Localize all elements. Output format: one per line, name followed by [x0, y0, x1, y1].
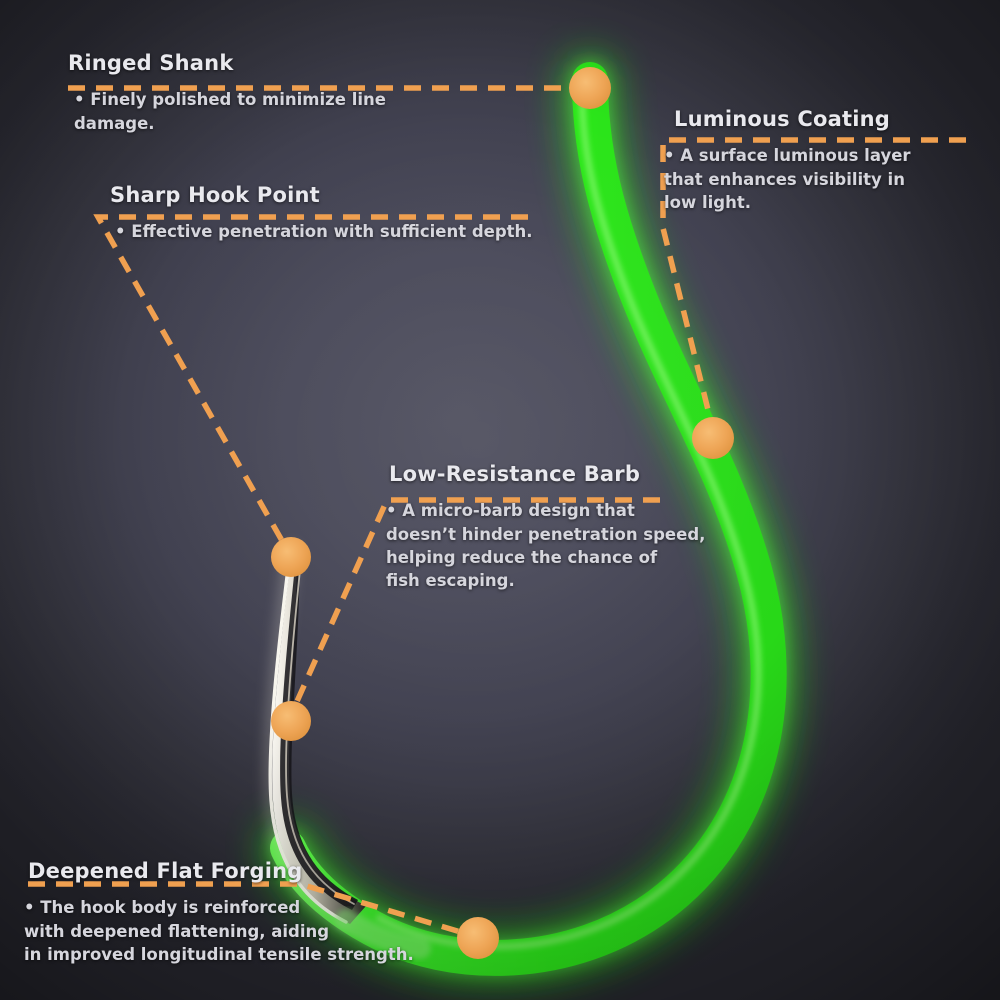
marker-dot-sharp-hook-point: [271, 537, 311, 577]
marker-dot-ringed-shank: [569, 67, 611, 109]
annotation-body-low-resistance-barb: • A micro-barb design that doesn’t hinde…: [386, 501, 706, 591]
underline-spacer: [28, 883, 414, 896]
annotation-title-sharp-hook-point: Sharp Hook Point: [110, 183, 320, 207]
annotation-title-luminous-coating: Luminous Coating: [674, 107, 890, 131]
underline-spacer: [674, 131, 911, 144]
annotation-body-sharp-hook-point: • Effective penetration with sufficient …: [115, 222, 533, 242]
annotation-body-luminous-coating: • A surface luminous layer that enhances…: [664, 146, 911, 212]
underline-spacer: [389, 486, 705, 499]
annotation-ringed-shank: Ringed Shank • Finely polished to minimi…: [68, 51, 386, 135]
annotation-body-deepened-flat-forging: • The hook body is reinforced with deepe…: [24, 898, 414, 964]
annotation-body-ringed-shank: • Finely polished to minimize line damag…: [74, 90, 386, 133]
annotation-title-deepened-flat-forging: Deepened Flat Forging: [28, 859, 303, 883]
marker-dots: [271, 67, 734, 959]
leader-sharp-hook-point: [93, 214, 528, 555]
leader-luminous-coating: [660, 137, 966, 435]
hook-metal-point: [263, 543, 431, 959]
annotation-title-low-resistance-barb: Low-Resistance Barb: [389, 462, 641, 486]
underline-spacer: [110, 207, 533, 220]
marker-dot-deepened-forging: [457, 917, 499, 959]
marker-dot-luminous-coating: [692, 417, 734, 459]
leader-deepened-flat-forging: [28, 881, 475, 939]
leader-low-resistance-barb: [287, 497, 660, 719]
annotation-deepened-flat-forging: Deepened Flat Forging • The hook body is…: [24, 859, 414, 966]
marker-dot-low-resistance-barb: [271, 701, 311, 741]
underline-spacer: [68, 75, 386, 88]
annotation-luminous-coating: Luminous Coating • A surface luminous la…: [664, 107, 911, 214]
annotation-low-resistance-barb: Low-Resistance Barb • A micro-barb desig…: [386, 462, 706, 593]
annotation-sharp-hook-point: Sharp Hook Point • Effective penetration…: [110, 183, 533, 244]
annotation-title-ringed-shank: Ringed Shank: [68, 51, 234, 75]
